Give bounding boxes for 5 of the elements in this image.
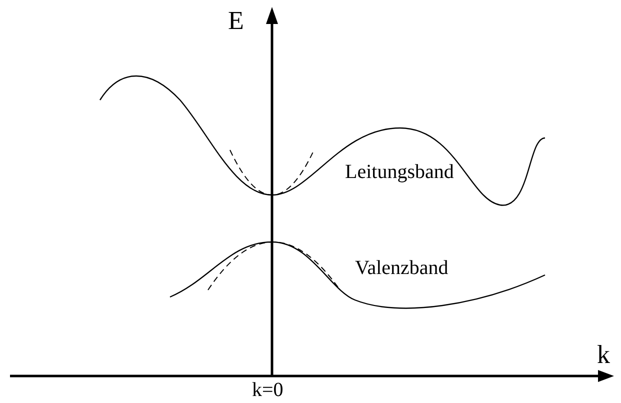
band-label: Valenzband <box>355 258 448 278</box>
axis-label: E <box>228 8 244 34</box>
band-label: Leitungsband <box>345 162 454 182</box>
axis-label: k <box>597 342 610 368</box>
tick-label: k=0 <box>252 380 284 400</box>
